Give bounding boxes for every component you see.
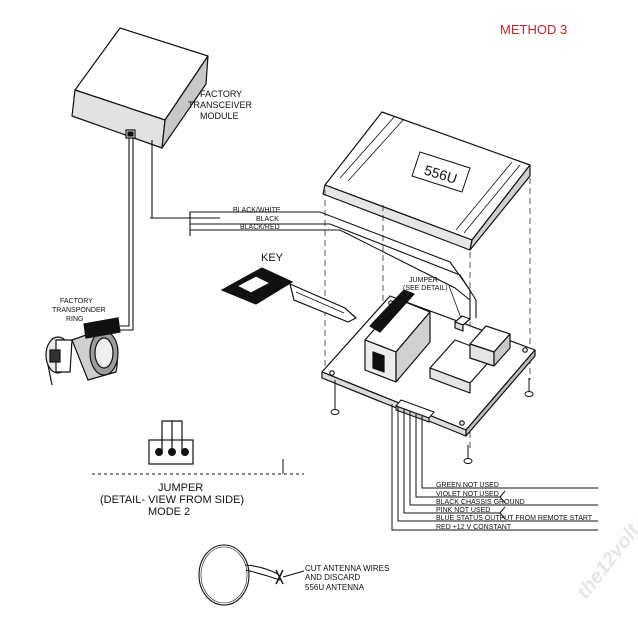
wire-label-blue: BLUE STATUS OUTPUT FROM REMOTE START bbox=[436, 515, 593, 522]
jumper-callout-line1: JUMPER bbox=[409, 277, 438, 284]
wire-label-black-white: BLACK/WHITE bbox=[233, 207, 281, 214]
ignition-cylinder bbox=[45, 317, 121, 386]
factory-module-label-line3: MODULE bbox=[200, 111, 239, 121]
wire-label-red: RED +12 V CONSTANT bbox=[436, 524, 512, 531]
jumper-detail-line1: JUMPER bbox=[158, 482, 203, 494]
jumper-detail-line2: (DETAIL- VIEW FROM SIDE) bbox=[100, 494, 244, 506]
jumper-detail-frame bbox=[92, 459, 304, 475]
transponder-ring-label-line1: FACTORY bbox=[60, 298, 93, 305]
antenna-note-line1: CUT ANTENNA WIRES bbox=[305, 564, 389, 573]
wire-label-violet: VIOLET NOT USED bbox=[436, 491, 499, 498]
jumper-detail-line3: MODE 2 bbox=[148, 506, 190, 518]
antenna-loop bbox=[198, 544, 305, 606]
factory-module-label-line1: FACTORY bbox=[200, 89, 242, 99]
wire-label-black: BLACK bbox=[256, 216, 279, 223]
key bbox=[220, 267, 358, 323]
wire-label-pink: PINK NOT USED bbox=[436, 507, 490, 514]
output-wire-bundle bbox=[391, 404, 598, 531]
transponder-ring-label-line3: RING bbox=[66, 316, 84, 323]
jumper-callout-line2: (SEE DETAIL) bbox=[403, 285, 448, 292]
wire-label-black-red: BLACK/RED bbox=[240, 224, 280, 231]
harness-wires bbox=[150, 211, 477, 320]
wire-label-green: GREEN NOT USED bbox=[436, 482, 499, 489]
556u-module-enclosure bbox=[322, 111, 531, 251]
jumper-callout-leader bbox=[448, 285, 462, 319]
watermark: the12volt.com bbox=[573, 484, 638, 604]
antenna-note-line3: 556U ANTENNA bbox=[305, 583, 365, 592]
jumper-detail-symbol bbox=[148, 420, 194, 465]
method-label: METHOD 3 bbox=[500, 22, 567, 37]
transponder-ring-label-line2: TRANSPONDER bbox=[52, 307, 106, 314]
module-to-ring-wires bbox=[120, 138, 220, 331]
key-label: KEY bbox=[261, 252, 284, 264]
factory-transceiver-module bbox=[71, 27, 209, 149]
antenna-note-line2: AND DISCARD bbox=[305, 573, 360, 582]
factory-module-label-line2: TRANSCEIVER bbox=[188, 100, 253, 110]
circuit-board bbox=[321, 289, 536, 437]
wire-label-black-ground: BLACK CHASSIS GROUND bbox=[436, 499, 525, 506]
mounting-screws bbox=[330, 378, 534, 464]
output-wire-labels: GREEN NOT USED VIOLET NOT USED BLACK CHA… bbox=[436, 482, 593, 531]
